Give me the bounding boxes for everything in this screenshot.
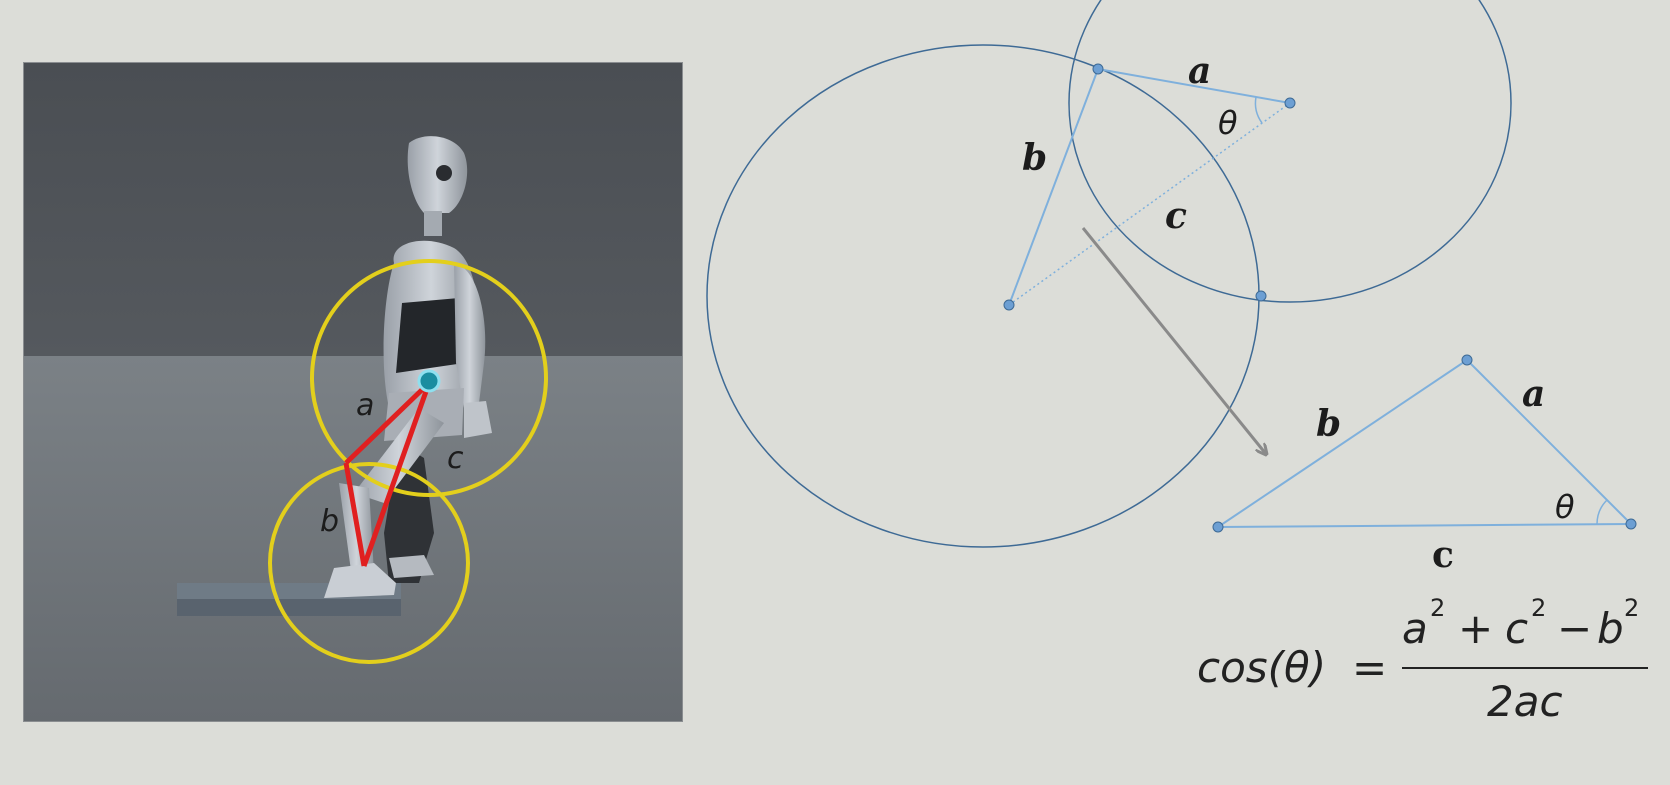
- scene-wall: [24, 63, 682, 356]
- triangle-side-b: [1217, 359, 1468, 528]
- triangle-side-a: [1466, 359, 1632, 525]
- diagram-label-theta: θ: [1218, 104, 1238, 142]
- triangle-label-b: b: [1316, 403, 1341, 445]
- target-reach-circle: [1068, 0, 1512, 303]
- formula-num-c: c: [1505, 604, 1528, 653]
- formula-exp-a: 2: [1430, 594, 1445, 622]
- scene-svg: a b c: [24, 63, 682, 721]
- scene-label-a: a: [356, 388, 374, 423]
- formula-exp-c: 2: [1531, 594, 1546, 622]
- segment-a: [1097, 68, 1291, 104]
- formula-denominator: 2ac: [1487, 677, 1563, 726]
- scene-platform: [177, 598, 401, 616]
- diagram-label-c: c: [1165, 195, 1187, 237]
- ik-scene-render: a b c: [23, 62, 683, 722]
- triangle-node-right: [1625, 518, 1637, 530]
- scene-foot-ring: [268, 462, 470, 664]
- triangle-node-top: [1461, 354, 1473, 366]
- transform-arrow: [1081, 227, 1266, 454]
- diagram-label-b: b: [1022, 137, 1047, 179]
- formula-minus: −: [1557, 604, 1592, 653]
- triangle-label-theta: θ: [1555, 488, 1575, 526]
- hip-reach-circle: [706, 44, 1260, 548]
- formula-lhs: cos(θ): [1197, 643, 1326, 692]
- triangle-node-left: [1212, 521, 1224, 533]
- scene-arm: [454, 263, 486, 408]
- formula-plus: +: [1458, 604, 1493, 653]
- hip-node: [1003, 299, 1015, 311]
- segment-b: [1008, 68, 1099, 306]
- scene-label-c: c: [447, 441, 464, 476]
- theta-arc-top: [1254, 96, 1263, 124]
- intersection-node-bottom: [1255, 290, 1267, 302]
- law-of-cosines-formula: cos(θ) = a 2 + c 2 − b 2 2ac: [1197, 594, 1648, 726]
- scene-ik-segment-c: [361, 382, 432, 567]
- scene-hip-joint: [417, 369, 441, 393]
- formula-equals: =: [1352, 643, 1387, 692]
- segment-c-dotted: [1008, 102, 1291, 306]
- diagram-label-a: a: [1188, 50, 1211, 92]
- scene-thigh: [354, 408, 444, 503]
- scene-foot: [324, 563, 396, 598]
- triangle-label-a: a: [1522, 373, 1545, 415]
- scene-vest: [396, 298, 464, 373]
- scene-ik-segment-a: [344, 381, 431, 465]
- formula-exp-b: 2: [1624, 594, 1639, 622]
- intersection-node-top: [1092, 63, 1104, 75]
- formula-num-b: b: [1597, 604, 1624, 653]
- triangle-side-c: [1217, 523, 1632, 528]
- scene-ear: [436, 165, 452, 181]
- scene-hip-ring: [310, 259, 548, 497]
- theta-arc-triangle: [1596, 499, 1608, 525]
- scene-ik-segment-b: [343, 462, 367, 567]
- scene-neck: [424, 211, 442, 236]
- triangle-label-c: c: [1432, 534, 1454, 576]
- target-node: [1284, 97, 1296, 109]
- scene-hand: [464, 401, 492, 438]
- scene-back-foot: [389, 555, 434, 578]
- scene-label-b: b: [320, 504, 339, 539]
- formula-num-a: a: [1402, 604, 1428, 653]
